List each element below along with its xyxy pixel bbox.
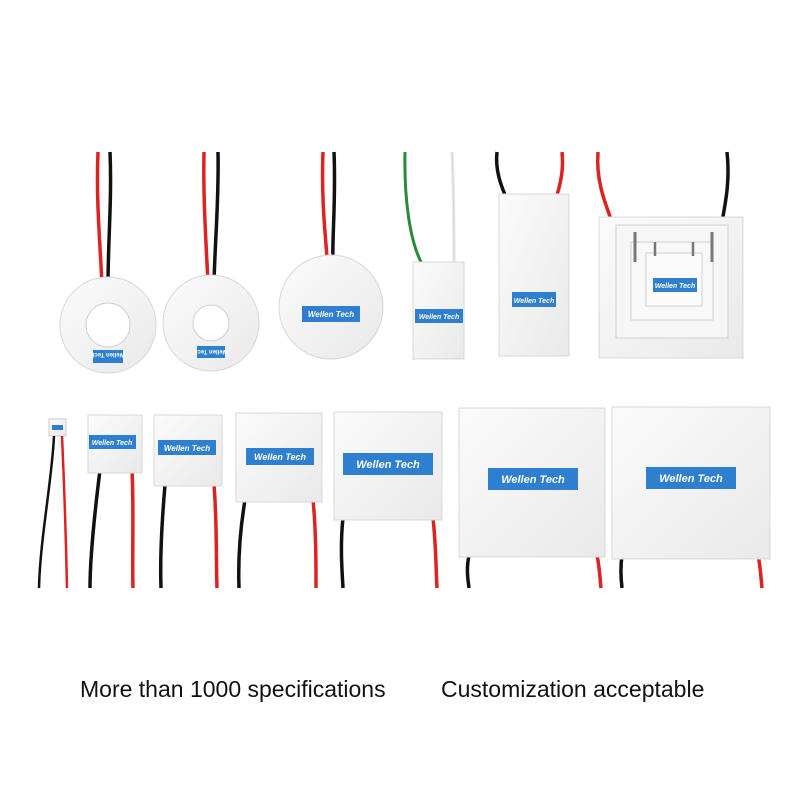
- brand-label: Wellen Tech: [90, 351, 125, 357]
- mini-module: [37, 418, 69, 589]
- square-module-6: Wellen Tech: [611, 406, 771, 589]
- brand-label: Wellen Tech: [514, 298, 554, 305]
- ring-module-1: Wellen Tech: [59, 151, 157, 374]
- brand-label: Wellen Tech: [501, 474, 565, 486]
- square-module-4: Wellen Tech: [333, 411, 443, 589]
- caption-customization: Customization acceptable: [441, 676, 705, 702]
- square-module-5: Wellen Tech: [458, 407, 606, 589]
- square-module-1: Wellen Tech: [87, 414, 143, 589]
- brand-label: Wellen Tech: [164, 444, 210, 453]
- ring-module-2: Wellen Tech: [162, 151, 260, 372]
- brand-label: Wellen Tech: [655, 283, 695, 290]
- rect-module-small: Wellen Tech: [403, 151, 465, 360]
- square-module-2: Wellen Tech: [153, 414, 223, 589]
- square-module-3: Wellen Tech: [235, 412, 323, 589]
- brand-label: Wellen Tech: [92, 440, 132, 447]
- brand-label: Wellen Tech: [419, 314, 459, 321]
- brand-label: Wellen Tech: [356, 459, 420, 471]
- stacked-module: Wellen Tech: [595, 151, 744, 359]
- brand-label: Wellen Tech: [659, 473, 723, 485]
- caption-specifications: More than 1000 specifications: [80, 676, 386, 702]
- disc-module: Wellen Tech: [278, 151, 384, 360]
- brand-label: Wellen Tech: [308, 310, 354, 319]
- brand-label: Wellen Tech: [254, 452, 307, 462]
- rect-module-tall: Wellen Tech: [494, 151, 570, 357]
- brand-label: Wellen Tech: [193, 348, 228, 354]
